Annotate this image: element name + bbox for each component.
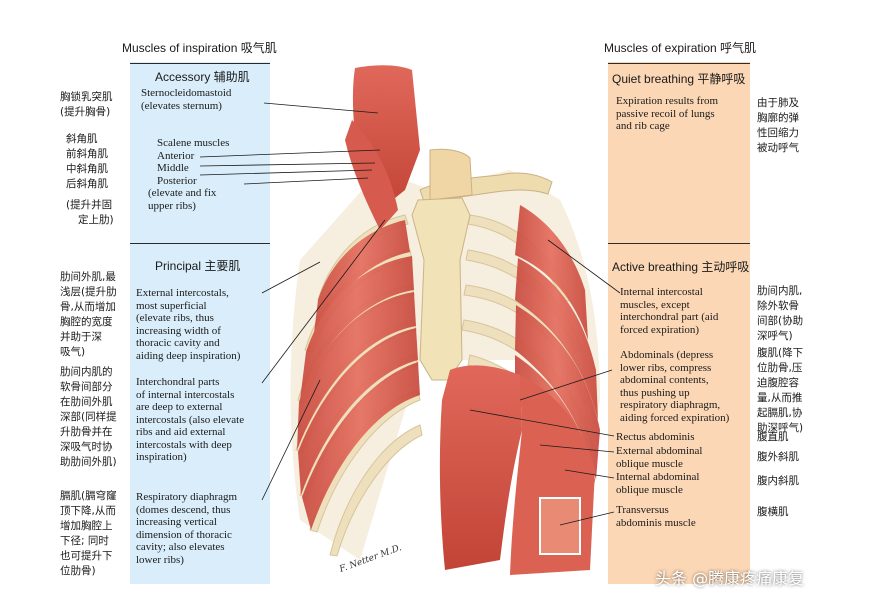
note-internal: 肋间内肌的 软骨间部分 在肋间外肌 深部(同样提 升肋骨并在 深吸气时协 助肋间…: [60, 366, 117, 468]
diaphragm-label: Respiratory diaphragm (domes descend, th…: [136, 491, 238, 566]
neck: [429, 148, 473, 201]
rectus-abdominis-muscle: [439, 365, 522, 570]
note-diaphragm: 膈肌(膈穹窿 顶下降,从而 增加胸腔上 下径; 同时 也可提升下 位肋骨): [60, 490, 117, 577]
note-abdominals: 腹肌(降下 位肋骨,压 迫腹腔容 量,从而推 起膈肌,协 助深呼气): [757, 347, 804, 434]
note-internal-right: 肋间内肌, 除外软骨 间部(协助 深呼气): [757, 285, 804, 342]
accessory-rule: [130, 63, 270, 64]
expiration-panel: [608, 62, 750, 584]
rectus-label: Rectus abdominis: [616, 431, 695, 443]
quiet-header: Quiet breathing 平静呼吸: [612, 72, 746, 86]
abdominals-label: Abdominals (depress lower ribs, compress…: [620, 349, 730, 424]
active-header: Active breathing 主动呼吸: [612, 260, 750, 274]
note-ext-oblique: 腹外斜肌: [757, 451, 799, 463]
int-oblique-label: Internal abdominal oblique muscle: [616, 471, 700, 496]
accessory-header: Accessory 辅助肌: [155, 70, 250, 84]
note-quiet: 由于肺及 胸廓的弹 性回缩力 被动呼气: [757, 97, 799, 154]
active-rule: [608, 243, 750, 244]
left-intercostal-muscles: [297, 220, 420, 530]
note-int-oblique: 腹内斜肌: [757, 475, 799, 487]
note-transversus: 腹横肌: [757, 506, 789, 518]
expiration-title: Muscles of expiration 呼气肌: [604, 41, 757, 55]
principal-rule: [130, 243, 270, 244]
note-rectus: 腹直肌: [757, 431, 789, 443]
left-callout-lines: [199, 102, 386, 501]
ext-oblique-label: External abdominal oblique muscle: [616, 445, 703, 470]
interchondral-label: Interchondral parts of internal intercos…: [136, 376, 245, 463]
inspiration-panel: [130, 62, 270, 584]
inspiration-title: Muscles of inspiration 吸气肌: [122, 41, 277, 55]
external-intercostals-label: External intercostals, most superficial …: [136, 287, 241, 362]
scalene-label: Scalene muscles Anterior Middle Posterio…: [148, 137, 230, 212]
scalene-muscle: [345, 120, 398, 230]
principal-header: Principal 主要肌: [155, 259, 241, 273]
watermark: 头条 @腾康疼痛康复: [655, 569, 805, 588]
quiet-rule: [608, 63, 750, 64]
transversus-window: [539, 497, 581, 555]
note-scm: 胸锁乳突肌 (提升胸骨): [60, 91, 113, 118]
transversus-label: Transversus abdominis muscle: [616, 504, 696, 529]
quiet-text: Expiration results from passive recoil o…: [616, 95, 719, 132]
note-scalene: 斜角肌 前斜角肌 中斜角肌 后斜角肌 (提升并固 定上肋): [66, 133, 114, 226]
internal-intercostal-label: Internal intercostal muscles, except int…: [620, 286, 719, 336]
right-callout-lines: [469, 239, 621, 526]
sternocleidomastoid-label: Sternocleidomastoid (elevates sternum): [141, 87, 232, 112]
note-external: 肋间外肌,最 浅层(提升肋 骨,从而增加 胸腔的宽度 并助于深 吸气): [60, 271, 117, 358]
